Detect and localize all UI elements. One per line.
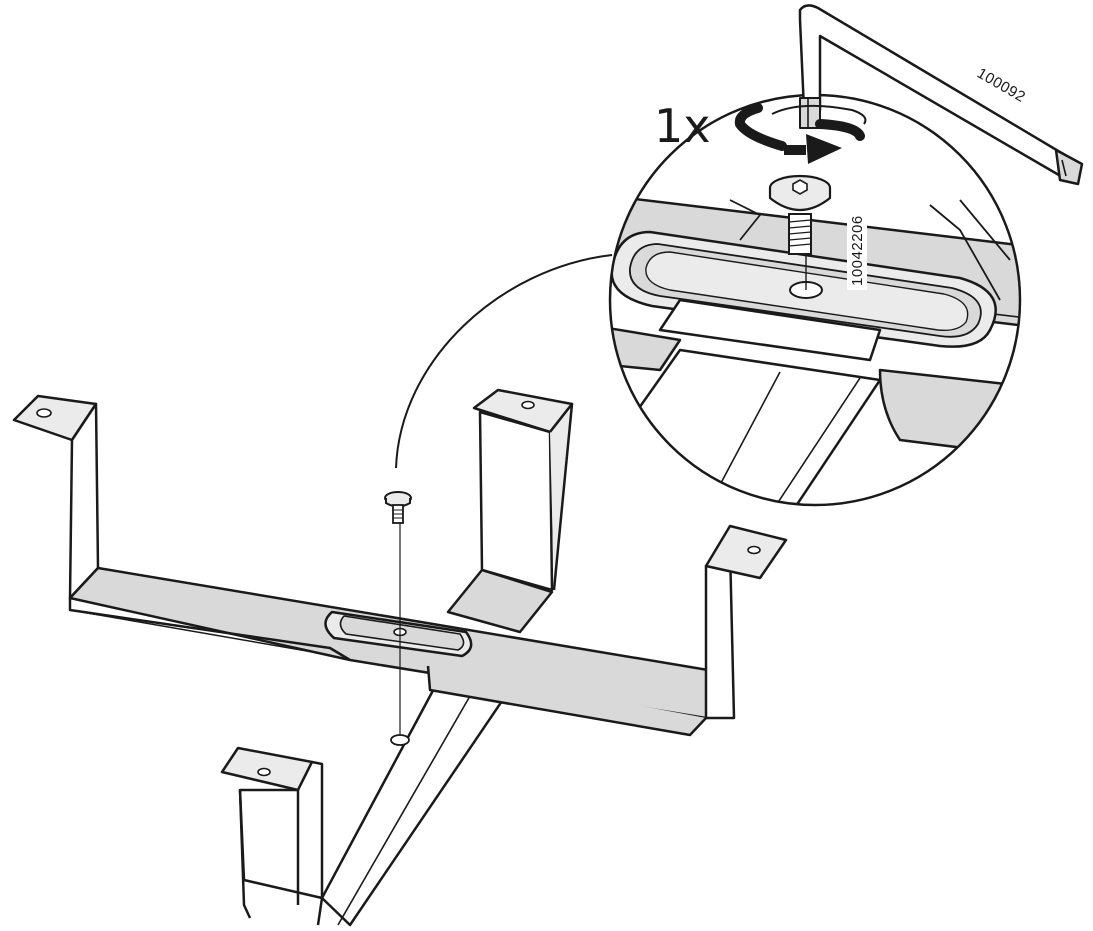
screw-small: [384, 491, 412, 735]
callout-curve: [395, 254, 613, 469]
cross-bracket: [12, 394, 788, 737]
rotation-arrow-icon: [734, 103, 867, 164]
key-part-number: 100092: [974, 65, 1028, 106]
front-bracket: [220, 746, 324, 926]
screw-part-number-tag: 10042206: [847, 198, 867, 290]
screw-icon: [768, 174, 832, 290]
quantity-label: 1x: [654, 99, 711, 153]
zoom-view: [608, 93, 1022, 507]
rear-bracket: [446, 388, 574, 634]
screw-part-number: 10042206: [849, 215, 866, 286]
